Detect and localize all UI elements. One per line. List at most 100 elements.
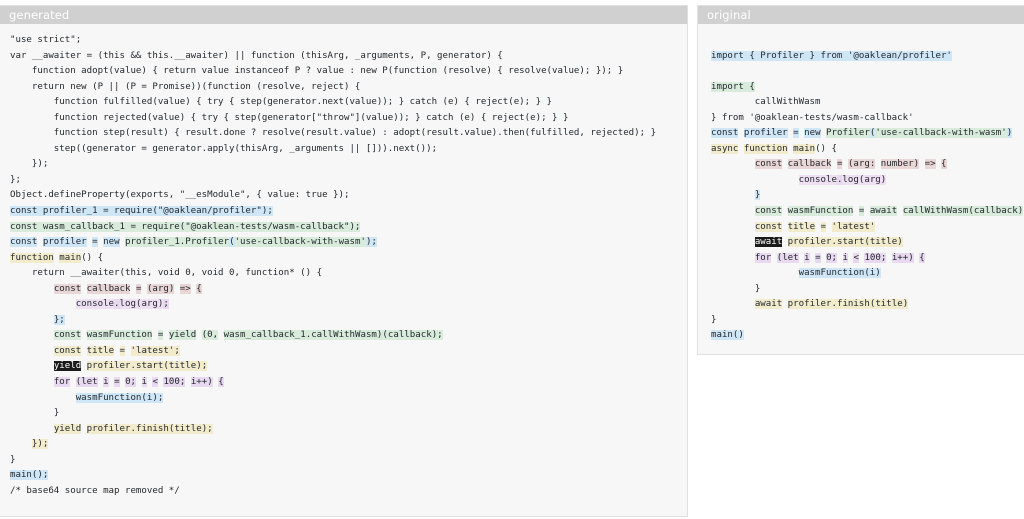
code-line: } bbox=[711, 282, 1024, 298]
code-token bbox=[711, 253, 755, 263]
panel-original-body[interactable]: import { Profiler } from '@oaklean/profi… bbox=[698, 24, 1024, 350]
code-line: async function main() { bbox=[711, 142, 1024, 158]
code-token: } bbox=[754, 283, 761, 294]
code-token: ( bbox=[163, 361, 169, 372]
code-line bbox=[711, 33, 1024, 49]
code-token: . bbox=[114, 299, 120, 310]
code-token: callWithWasm bbox=[902, 206, 969, 217]
code-token bbox=[81, 346, 86, 356]
code-token: profiler bbox=[86, 361, 131, 372]
code-token bbox=[10, 408, 54, 418]
code-line: yield profiler.start(title); bbox=[10, 359, 687, 375]
code-line: } bbox=[10, 406, 687, 422]
code-token: = bbox=[793, 128, 799, 139]
code-token bbox=[771, 253, 776, 263]
code-line: }; bbox=[10, 173, 687, 189]
code-token: ; bbox=[163, 299, 169, 310]
code-token: ) bbox=[902, 299, 909, 310]
code-token: => bbox=[179, 283, 191, 294]
code-token: arg bbox=[864, 174, 881, 185]
code-block-original[interactable]: import { Profiler } from '@oaklean/profi… bbox=[698, 33, 1024, 344]
code-token: main bbox=[10, 470, 32, 481]
code-token bbox=[711, 175, 799, 185]
code-token: function rejected(value) { try { step(ge… bbox=[10, 112, 569, 123]
code-token bbox=[782, 222, 787, 232]
code-token: () { bbox=[815, 143, 837, 154]
code-line: yield profiler.finish(title); bbox=[10, 422, 687, 438]
code-token: title bbox=[787, 221, 816, 232]
code-token: ( bbox=[869, 128, 876, 139]
code-line: wasmFunction(i) bbox=[711, 266, 1024, 282]
code-token bbox=[125, 346, 130, 356]
code-token: async bbox=[711, 143, 739, 154]
code-token: main bbox=[711, 330, 733, 341]
code-token: ( bbox=[229, 237, 235, 248]
code-token bbox=[136, 377, 141, 387]
code-token bbox=[70, 377, 75, 387]
code-token: profiler bbox=[787, 237, 832, 248]
code-token: await bbox=[869, 206, 898, 217]
code-line: const profiler_1 = require("@oaklean/pro… bbox=[10, 204, 687, 220]
code-token: ) bbox=[37, 439, 43, 450]
code-token: (let bbox=[776, 252, 799, 263]
code-token: )( bbox=[376, 330, 388, 341]
code-token: = bbox=[858, 206, 865, 217]
code-token: ) bbox=[196, 361, 202, 372]
code-token: }); bbox=[10, 159, 49, 170]
code-token: (0, bbox=[201, 330, 219, 341]
code-token bbox=[711, 190, 755, 200]
code-block-generated[interactable]: "use strict";var __awaiter = (this && th… bbox=[0, 33, 687, 499]
code-token bbox=[919, 159, 924, 169]
code-token: var __awaiter = (this && this.__awaiter)… bbox=[10, 50, 503, 61]
code-token: profiler bbox=[86, 423, 131, 434]
code-token: title bbox=[86, 345, 115, 356]
code-line: console.log(arg) bbox=[711, 173, 1024, 189]
panel-original-title: original bbox=[698, 6, 1024, 24]
code-line: console.log(arg); bbox=[10, 297, 687, 313]
code-token: wasmFunction bbox=[86, 330, 153, 341]
code-token: const bbox=[53, 283, 82, 294]
code-line: } from '@oaklean-tests/wasm-callback' bbox=[711, 111, 1024, 127]
code-token: = bbox=[114, 377, 120, 388]
code-token: i++) bbox=[891, 252, 914, 263]
code-line: function fulfilled(value) { try { step(g… bbox=[10, 95, 687, 111]
code-token: () bbox=[732, 330, 744, 341]
code-token: const bbox=[754, 221, 783, 232]
code-line: function rejected(value) { try { step(ge… bbox=[10, 111, 687, 127]
code-token: ; bbox=[174, 345, 180, 356]
code-token: import { bbox=[711, 81, 755, 92]
code-line: for (let i = 0; i < 100; i++) { bbox=[10, 375, 687, 391]
code-token: } bbox=[10, 454, 16, 465]
code-token: ; bbox=[42, 470, 49, 481]
code-token: const bbox=[53, 345, 82, 356]
code-line: }); bbox=[10, 437, 687, 453]
code-token: callback bbox=[787, 159, 832, 170]
code-token: (let bbox=[75, 377, 98, 388]
code-token: i bbox=[869, 268, 876, 279]
code-token: { bbox=[218, 377, 224, 388]
code-token: ( bbox=[864, 268, 870, 279]
code-token: const profiler_1 = require("@oaklean/pro… bbox=[10, 206, 273, 217]
panel-generated-body[interactable]: "use strict";var __awaiter = (this && th… bbox=[0, 24, 687, 505]
code-token: 100; bbox=[864, 252, 887, 263]
code-token bbox=[10, 284, 54, 294]
code-token: }; bbox=[10, 174, 21, 185]
code-token: 'use-callback-with-wasm' bbox=[234, 237, 366, 248]
code-token bbox=[81, 284, 86, 294]
code-token: i bbox=[141, 377, 147, 388]
code-token: ) bbox=[431, 330, 438, 341]
code-token: { bbox=[196, 283, 202, 294]
code-token: finish bbox=[135, 423, 169, 434]
code-token bbox=[81, 424, 86, 434]
code-token: i bbox=[842, 252, 848, 263]
code-token: start bbox=[135, 361, 164, 372]
code-line: } bbox=[711, 188, 1024, 204]
code-line: step((generator = generator.apply(thisAr… bbox=[10, 142, 687, 158]
code-line: Object.defineProperty(exports, "__esModu… bbox=[10, 188, 687, 204]
code-token: const bbox=[53, 330, 82, 341]
code-token: i bbox=[103, 377, 109, 388]
code-token: profiler_1.Profiler bbox=[125, 237, 230, 248]
code-token: 'latest' bbox=[831, 221, 876, 232]
code-token: } bbox=[53, 314, 60, 325]
